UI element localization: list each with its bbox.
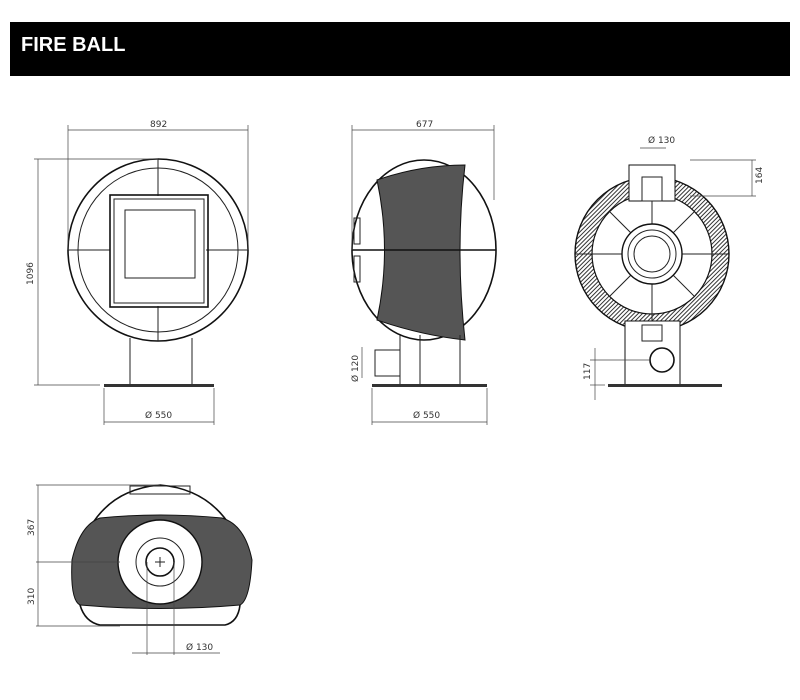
dim-flue-diameter: Ø 120 — [350, 355, 361, 382]
dim-upper-height: 367 — [27, 519, 37, 536]
side-view: 677 Ø 120 Ø 550 — [350, 120, 497, 425]
dim-rear-flue-diameter: Ø 130 — [648, 135, 675, 146]
dim-flue-offset: 164 — [755, 167, 765, 184]
dim-width: 892 — [150, 120, 167, 130]
dim-base-diameter: Ø 550 — [145, 410, 172, 421]
dim-lower-height: 310 — [27, 588, 37, 605]
dim-top-flue-diameter: Ø 130 — [186, 642, 213, 653]
dim-base-diameter-side: Ø 550 — [413, 410, 440, 421]
title-bar: FIRE BALL — [10, 22, 790, 76]
dim-outlet-height: 117 — [583, 363, 593, 380]
front-view: 892 1096 Ø 550 — [26, 120, 249, 425]
rear-view: Ø 130 164 117 — [574, 135, 765, 400]
dim-depth: 677 — [416, 120, 433, 130]
top-view: 367 310 Ø 130 — [27, 484, 253, 655]
dim-height: 1096 — [26, 262, 36, 285]
page-title: FIRE BALL — [21, 34, 126, 56]
